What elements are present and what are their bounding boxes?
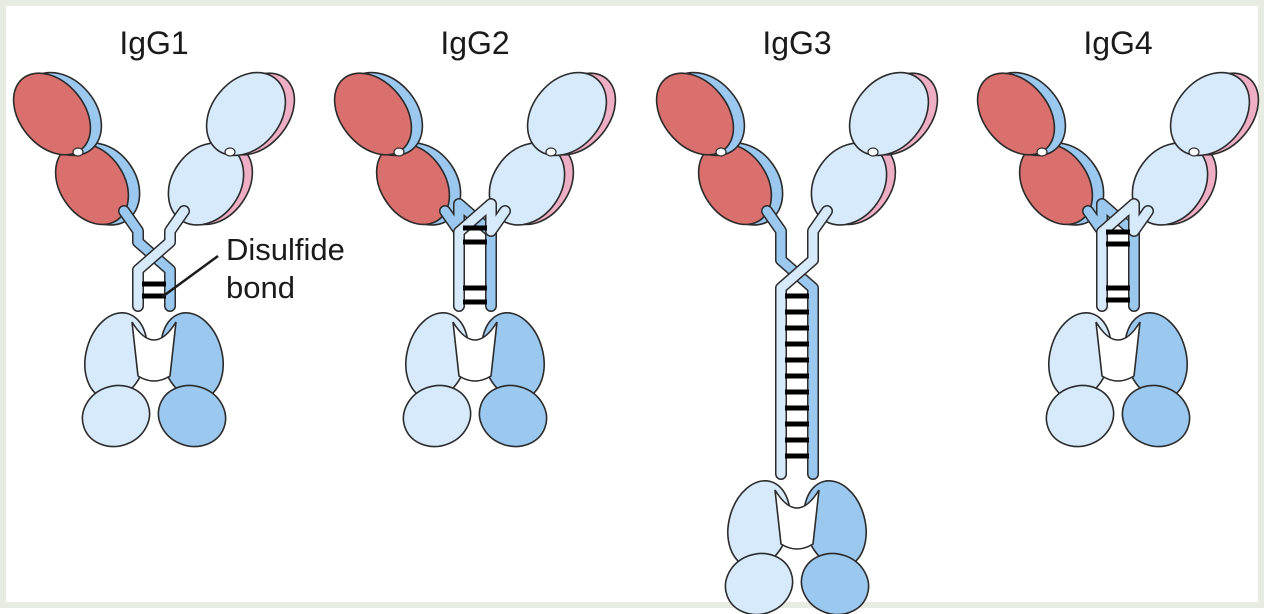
- intrachain-disulfide: [867, 147, 879, 157]
- hinge-strand: [133, 206, 189, 311]
- heavy-chain-domain: [1169, 71, 1251, 157]
- intrachain-disulfide: [224, 147, 236, 157]
- ch3-domain: [478, 384, 548, 448]
- igg-subclasses-diagram: IgG1 IgG2 IgG3 IgG4 Disulfide bond: [12, 25, 1260, 614]
- intrachain-disulfide: [393, 147, 405, 157]
- antibody-igg3: [655, 71, 939, 614]
- hinge-strand: [1083, 199, 1139, 311]
- disulfide-bond-label: Disulfide: [226, 232, 345, 267]
- subclass-label-igg1: IgG1: [119, 25, 188, 61]
- intrachain-disulfide: [1036, 147, 1048, 157]
- antibody-igg4: [976, 71, 1260, 448]
- intrachain-disulfide: [715, 147, 727, 157]
- ch3-domain: [724, 552, 794, 614]
- fc-gap: [452, 321, 498, 382]
- heavy-chain-domain: [205, 71, 287, 157]
- ch3-domain: [81, 384, 151, 448]
- antibody-igg2: [333, 71, 617, 448]
- hinge-strand: [454, 199, 510, 311]
- ch3-domain: [1121, 384, 1191, 448]
- disulfide-bond-pointer: [161, 254, 219, 299]
- antibody-igg1: [12, 71, 296, 448]
- heavy-chain-domain: [848, 71, 930, 157]
- heavy-chain-domain: [526, 71, 608, 157]
- subclass-label-igg2: IgG2: [440, 25, 509, 61]
- fc-gap: [774, 489, 820, 550]
- hinge-strand: [1097, 199, 1153, 311]
- disulfide-bond-label-line2: bond: [226, 270, 295, 305]
- ch3-domain: [402, 384, 472, 448]
- intrachain-disulfide: [545, 147, 557, 157]
- ch3-domain: [1045, 384, 1115, 448]
- intrachain-disulfide: [1188, 147, 1200, 157]
- intrachain-disulfide: [72, 147, 84, 157]
- hinge-strand: [119, 206, 175, 311]
- fc-gap: [131, 321, 177, 382]
- hinge-strand: [776, 206, 832, 479]
- fc-gap: [1095, 321, 1141, 382]
- subclass-label-igg4: IgG4: [1083, 25, 1152, 61]
- hinge-strand: [440, 199, 496, 311]
- subclass-label-igg3: IgG3: [762, 25, 831, 61]
- ch3-domain: [157, 384, 227, 448]
- ch3-domain: [800, 552, 870, 614]
- hinge-strand: [762, 206, 818, 479]
